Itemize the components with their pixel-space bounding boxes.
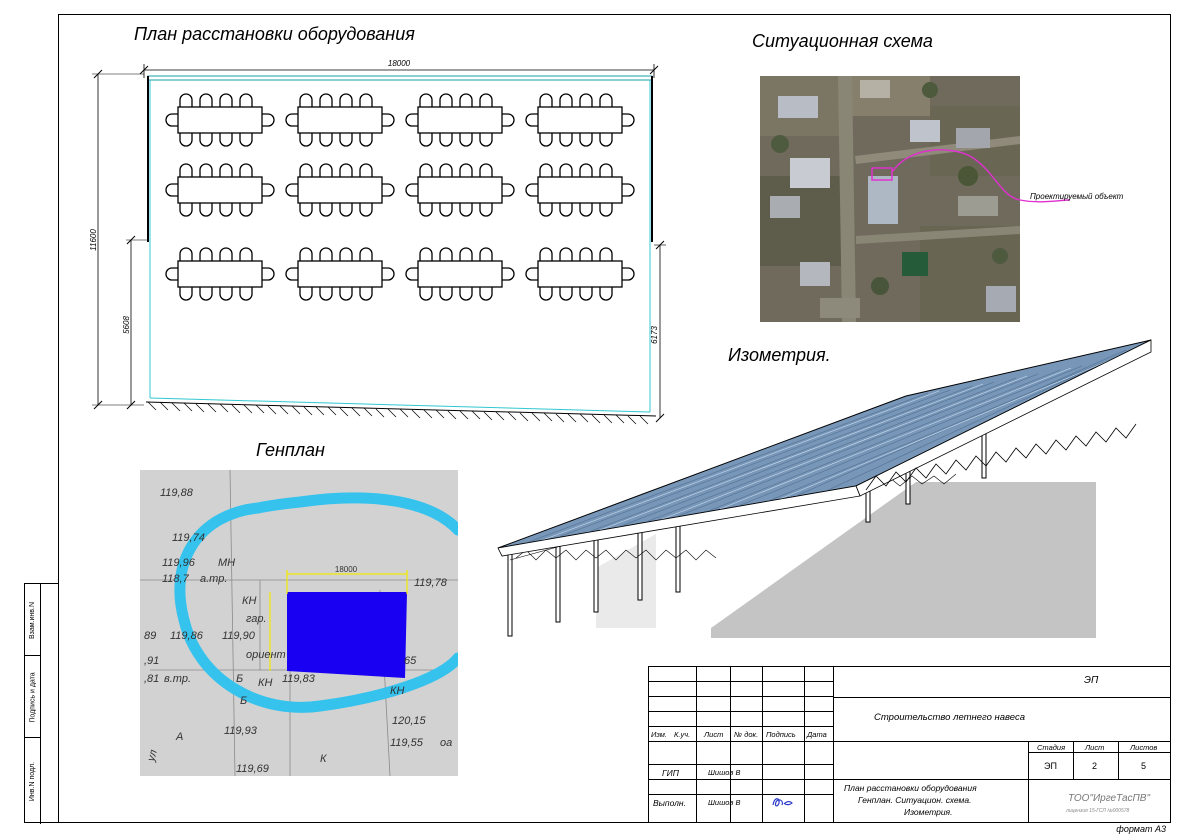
isometry-title: Изометрия. <box>728 345 831 365</box>
title-block: ЭП Строительство летнего навеса Изм. К.у… <box>648 666 1171 823</box>
elev-3: 119,96 <box>162 557 196 569</box>
label-a: А <box>175 731 183 743</box>
elev-4: 118,7 <box>162 573 190 585</box>
tb-license: лицензия 15-ГСЛ №000578 <box>1066 808 1130 814</box>
drawing-frame <box>58 14 1171 823</box>
table-row-2 <box>165 163 635 217</box>
table-row-3 <box>165 247 635 301</box>
side-strip: Взам.инв.N Подпись и дата Инв.N подл. <box>24 583 58 824</box>
label-kn-1: КН <box>242 595 256 607</box>
label-atr: а.тр. <box>200 573 227 585</box>
table-row-1 <box>165 93 635 147</box>
tb-col-ndok: № док. <box>734 730 759 739</box>
elev-2: 119,74 <box>172 532 205 544</box>
tb-stadia-header: Стадия <box>1037 743 1066 752</box>
tb-listov: 5 <box>1141 761 1147 771</box>
situation-title: Ситуационная схема <box>752 31 933 51</box>
elev-7: 119,90 <box>222 630 256 642</box>
elev-9: 119,93 <box>224 725 258 737</box>
genplan-title: Генплан <box>256 440 325 460</box>
label-b-2: Б <box>240 695 247 707</box>
plan-dim-width: 18000 <box>388 59 411 68</box>
tb-col-data: Дата <box>807 730 827 739</box>
tb-company: ТОО"ИргеТасПВ" <box>1068 793 1151 804</box>
label-orient: ориент <box>246 649 286 661</box>
elev-12: 119,55 <box>390 737 424 749</box>
label-b-1: Б <box>236 673 243 685</box>
tb-col-kuch: К.уч. <box>674 730 691 739</box>
label-81: ,81 <box>144 673 159 685</box>
tb-col-podpis: Подпись <box>766 730 796 739</box>
plan-title: План расстановки оборудования <box>134 24 415 44</box>
label-mn: МН <box>218 557 235 569</box>
tb-sheet-name-3: Изометрия. <box>904 807 953 817</box>
situation-map: Проектируемый объект <box>760 76 1124 322</box>
label-kn-2: КН <box>258 677 272 689</box>
equipment-plan: 18000 11600 5608 6173 <box>89 59 666 425</box>
label-kn-3: КН <box>390 685 404 697</box>
elev-5: 119,78 <box>414 577 448 589</box>
tb-project: Строительство летнего навеса <box>874 712 1026 723</box>
plan-dim-left-lower: 5608 <box>122 316 131 334</box>
tb-vypoln-name: Шишов В <box>708 798 741 807</box>
isometry-drawing <box>497 339 1152 638</box>
elev-6: 119,86 <box>170 630 204 642</box>
label-gar: гар. <box>246 613 267 625</box>
tb-gip: ГИП <box>662 768 679 778</box>
plan-dim-height: 11600 <box>89 229 98 251</box>
genplan-dim: 18000 <box>335 565 358 574</box>
format-label: формат А3 <box>1116 824 1166 834</box>
elev-1: 119,88 <box>160 487 194 499</box>
elev-11: 120,15 <box>392 715 427 727</box>
tb-list: 2 <box>1092 761 1098 771</box>
label-65: 65 <box>404 655 417 667</box>
label-91: ,91 <box>144 655 159 667</box>
tb-code: ЭП <box>1084 675 1099 686</box>
label-ul: ул <box>145 748 160 763</box>
tb-listov-header: Листов <box>1130 743 1158 752</box>
genplan-map: 18000 119,88 119,74 119,96 МН 118,7 а.тр… <box>140 470 458 776</box>
label-89: 89 <box>144 630 156 642</box>
tb-list-header: Лист <box>1085 743 1105 752</box>
tb-stadia: ЭП <box>1044 761 1057 771</box>
label-oa: оа <box>440 737 452 749</box>
tb-col-list: Лист <box>704 730 724 739</box>
plan-dim-right-lower: 6173 <box>650 326 659 344</box>
side-cell-inv: Инв.N подл. <box>29 761 37 801</box>
tb-sheet-name-2: Генплан. Ситуацион. схема. <box>858 795 972 805</box>
label-k: К <box>320 753 327 765</box>
tb-sheet-name-1: План расстановки оборудования <box>844 783 977 793</box>
side-cell-zam: Взам.инв.N <box>29 601 37 639</box>
tb-col-izm: Изм. <box>651 730 667 739</box>
tb-gip-name: Шишов В <box>708 768 741 777</box>
label-etr: в.тр. <box>164 673 191 685</box>
signature-mark <box>772 798 793 807</box>
side-cell-podpis: Подпись и дата <box>29 671 37 723</box>
situation-object-label: Проектируемый объект <box>1030 192 1124 201</box>
elev-10: 119,69 <box>236 763 269 775</box>
elev-8: 119,83 <box>282 673 316 685</box>
tb-vypoln: Выполн. <box>653 798 686 808</box>
